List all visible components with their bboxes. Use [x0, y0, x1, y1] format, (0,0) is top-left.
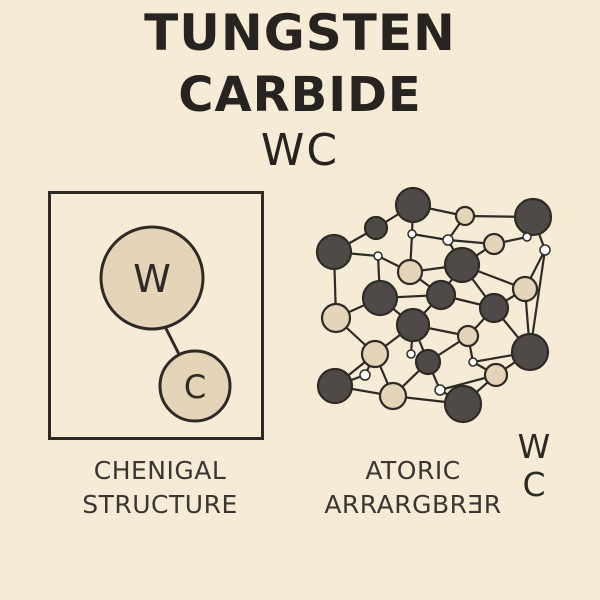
- lattice-atom-light: [320, 302, 352, 334]
- side-formula-c: C: [522, 465, 546, 504]
- side-formula-w: W: [517, 427, 551, 466]
- lattice-atom-dark: [443, 384, 483, 424]
- caption-left-line-2: STRUCTURE: [82, 490, 238, 519]
- lattice-atom-dark: [414, 348, 442, 376]
- caption-right-line-2: ARRARGBRƎR: [324, 490, 502, 519]
- lattice-junction: [406, 349, 416, 359]
- lattice-atom-light: [360, 339, 390, 369]
- lattice-atom-dark: [478, 292, 510, 324]
- lattice-atom-dark: [510, 332, 550, 372]
- tungsten-atom: [99, 225, 205, 331]
- lattice-junction: [359, 369, 371, 381]
- lattice-atom-dark: [425, 279, 457, 311]
- tungsten-atom-label: W: [133, 257, 171, 301]
- lattice-atom-dark: [394, 186, 432, 224]
- atomic-arrangement-caption: ATORIC ARRARGBRƎR: [300, 454, 526, 522]
- lattice-junction: [468, 357, 478, 367]
- lattice-bond: [411, 232, 449, 242]
- lattice-atom-light: [454, 205, 476, 227]
- lattice-junction: [442, 234, 454, 246]
- caption-left-line-1: CHENIGAL: [93, 456, 227, 485]
- lattice-atom-light: [456, 324, 480, 348]
- carbon-atom-label: C: [184, 368, 206, 406]
- chemical-structure-diagram: W C: [99, 225, 232, 423]
- lattice-atom-dark: [513, 197, 553, 237]
- lattice-atom-light: [482, 232, 506, 256]
- title-line-2: CARBIDE: [178, 67, 422, 123]
- lattice-junction: [434, 384, 446, 396]
- lattice-atom-dark: [315, 233, 353, 271]
- lattice-junction: [522, 232, 532, 242]
- lattice-atom-dark: [361, 279, 399, 317]
- lattice-atom-light: [396, 258, 424, 286]
- chemical-structure-panel: W C: [48, 191, 264, 440]
- caption-right-line-1: ATORIC: [365, 456, 461, 485]
- carbon-atom: [158, 349, 232, 423]
- lattice-atom-light: [511, 275, 539, 303]
- side-formula-label: W C: [514, 428, 554, 504]
- lattice-atom-dark: [443, 246, 481, 284]
- lattice-atom-dark: [363, 215, 389, 241]
- lattice-junction: [407, 229, 417, 239]
- lattice-junction: [373, 251, 383, 261]
- lattice-atom-dark: [395, 307, 431, 343]
- lattice-atom-light: [378, 381, 408, 411]
- lattice-atom-light: [483, 362, 509, 388]
- chemical-formula: WC: [260, 125, 340, 176]
- lattice-junction: [539, 244, 551, 256]
- chemical-structure-caption: CHENIGAL STRUCTURE: [40, 454, 280, 522]
- title-line-1: TUNGSTEN: [144, 4, 456, 62]
- lattice-atom-dark: [316, 367, 354, 405]
